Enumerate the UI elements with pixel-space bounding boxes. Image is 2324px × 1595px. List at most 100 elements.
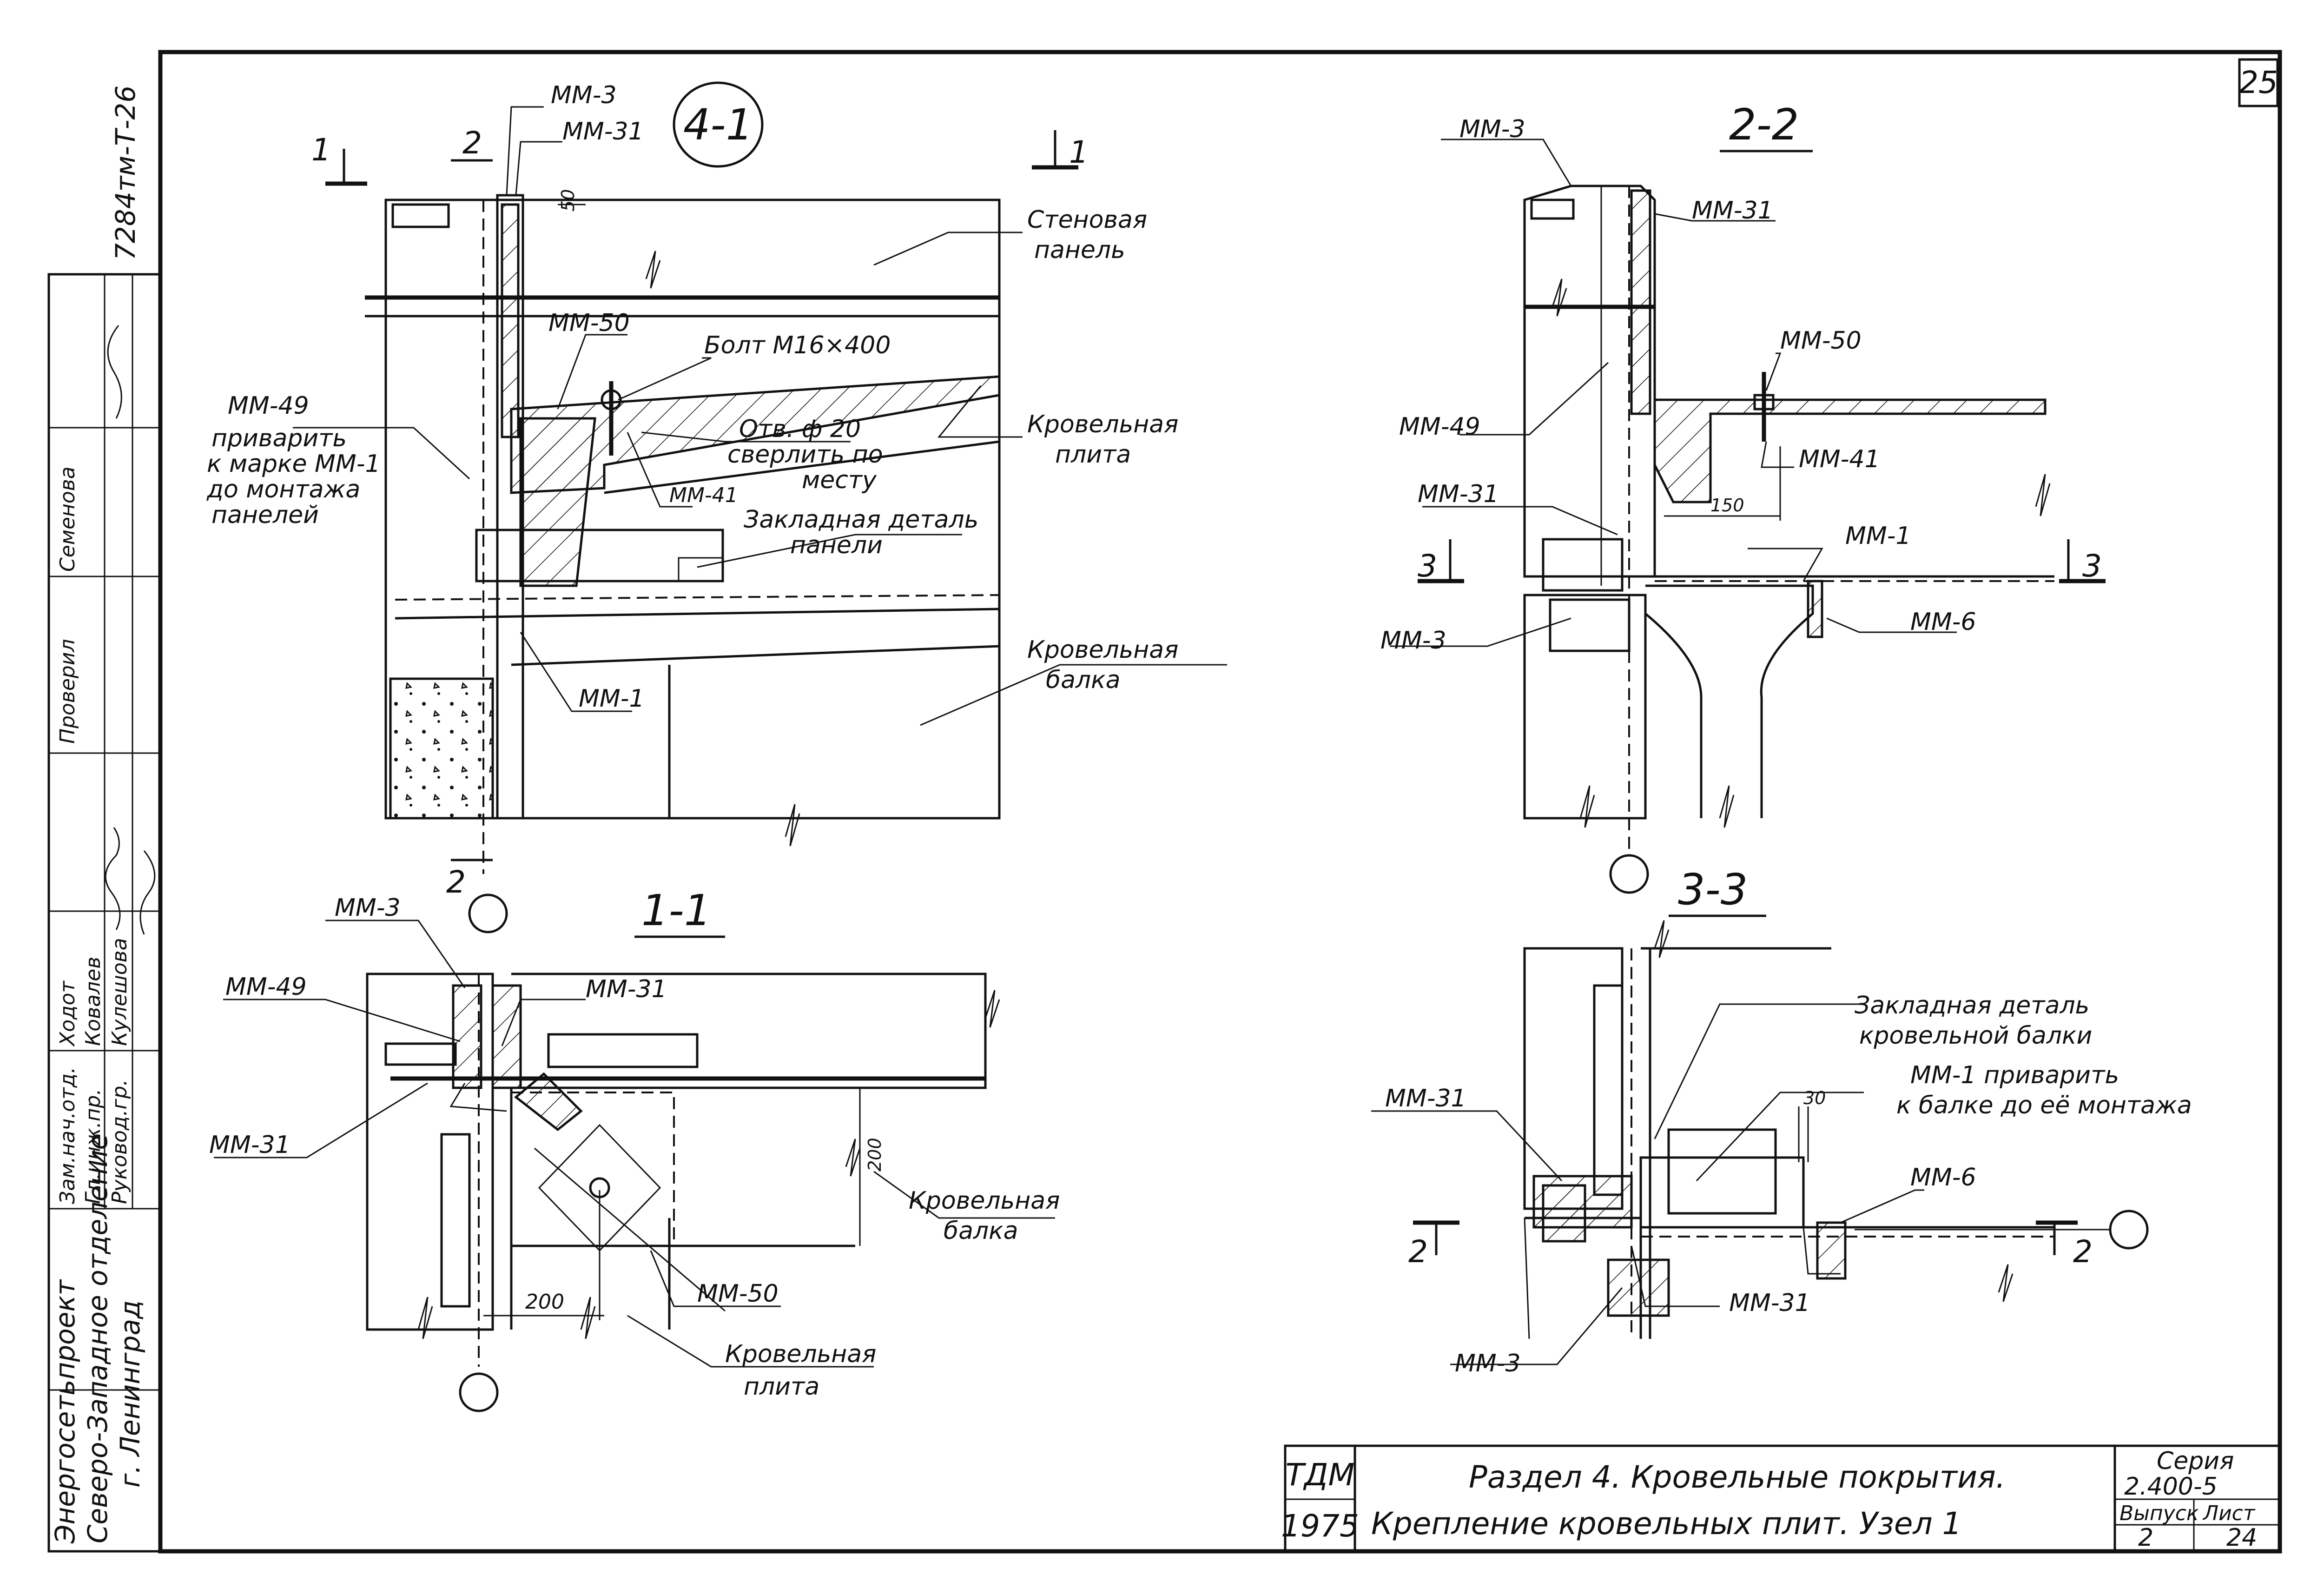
node-weld-note-2: к марке ММ-1 xyxy=(207,450,381,478)
node-label-embed-1: Закладная деталь xyxy=(744,506,978,534)
sec22-label-mm31: ММ-31 xyxy=(1418,480,1499,508)
sec22-label-mm3: ММ-3 xyxy=(1380,627,1446,655)
node-label-beam-2: балка xyxy=(1046,666,1120,694)
staff-name-3: Кулешова xyxy=(108,938,132,1046)
staff-name-1: Ходот xyxy=(56,980,79,1047)
sec11-label-mm50: ММ-50 xyxy=(697,1280,779,1308)
sec22-dim-150: 150 xyxy=(1710,495,1744,516)
sec33-dim-30: 30 xyxy=(1803,1088,1826,1108)
node-label-hole-3: месту xyxy=(802,466,877,494)
node-weld-note-1: приварить xyxy=(211,424,347,452)
sec22-label-mm31-top: ММ-31 xyxy=(1692,197,1773,225)
sec22-label-mm6: ММ-6 xyxy=(1910,608,1976,636)
view-section-1-1: 1-1 200 200 xyxy=(209,886,1060,1412)
staff-role-3: Руковод.гр. xyxy=(108,1079,132,1204)
sec11-label-slab-2: плита xyxy=(744,1373,819,1401)
sec33-label-mm3: ММ-3 xyxy=(1455,1350,1521,1377)
sec22-axis-bubble xyxy=(1609,854,1649,894)
org-line-2: Северо-Западное отделение xyxy=(82,1133,113,1543)
sec22-label-mm3-top: ММ-3 xyxy=(1459,115,1525,143)
view-section-3-3: 3-3 30 2 2 xyxy=(1371,865,2192,1377)
sec11-label-mm31: ММ-31 xyxy=(209,1131,290,1159)
sec11-label-mm3: ММ-3 xyxy=(335,894,401,922)
sec22-cut3-right: 3 xyxy=(2082,548,2102,584)
node-label-mm1: ММ-1 xyxy=(579,685,645,713)
check-name: Семенова xyxy=(56,466,79,572)
check-role: Проверил xyxy=(56,639,79,744)
sec33-embed-1: Закладная деталь xyxy=(1855,992,2089,1019)
cut-2-top: 2 xyxy=(462,125,482,161)
node-label-beam-1: Кровельная xyxy=(1027,636,1178,664)
sec11-label-beam-1: Кровельная xyxy=(909,1187,1060,1215)
slab-rib xyxy=(519,417,596,587)
signature-2 xyxy=(139,850,156,935)
node-label-mm3: ММ-3 xyxy=(551,81,617,109)
sec11-title: 1-1 xyxy=(641,886,711,935)
sec11-label-mm49: ММ-49 xyxy=(225,973,307,1001)
node-dim-50: 50 xyxy=(558,189,578,212)
sec33-embed-2: кровельной балки xyxy=(1859,1022,2092,1050)
tb-year: 1975 xyxy=(1281,1508,1359,1544)
sec22-label-mm49: ММ-49 xyxy=(1399,413,1480,441)
sec33-label-mm31-b: ММ-31 xyxy=(1729,1289,1810,1317)
node-label-mm49: ММ-49 xyxy=(228,392,309,420)
node-title: 4-1 xyxy=(683,100,753,150)
sec11-dim-200-h: 200 xyxy=(525,1290,564,1314)
archive-code: 7284тм-Т-26 xyxy=(110,86,141,260)
tb-series-value: 2.400-5 xyxy=(2124,1473,2218,1501)
sec33-cut2-right: 2 xyxy=(2073,1234,2093,1270)
staff-role-2: Гл.инж.пр. xyxy=(81,1089,105,1204)
signature-3 xyxy=(107,325,122,419)
staff-role-1: Зам.нач.отд. xyxy=(56,1067,79,1204)
node-weld-note-4: панелей xyxy=(211,501,319,529)
left-stamp: 7284тм-Т-26 Зам.нач.отд. Гл.инж.пр. Руко… xyxy=(47,86,162,1553)
sec33-weld-1: ММ-1 приварить xyxy=(1910,1061,2119,1089)
node-label-bolt: Болт М16×400 xyxy=(704,331,891,359)
node-label-slab-2: плита xyxy=(1055,441,1131,469)
sec22-title: 2-2 xyxy=(1729,100,1799,150)
sec33-label-mm6: ММ-6 xyxy=(1910,1164,1976,1191)
tb-line-2: Крепление кровельных плит. Узел 1 xyxy=(1371,1506,1962,1542)
view-section-2-2: 2-2 150 3 3 xyxy=(1380,100,2106,894)
view-node-4-1: 1 1 2 2 4-1 ММ-3 ММ-31 50 Стеновая пане xyxy=(206,81,1227,933)
node-label-embed-2: панели xyxy=(790,531,883,559)
sec22-label-mm50: ММ-50 xyxy=(1780,327,1862,355)
tb-issue-label: Выпуск xyxy=(2119,1502,2199,1525)
sec33-cut2-left: 2 xyxy=(1408,1234,1428,1270)
tb-sheet-value: 24 xyxy=(2226,1524,2257,1552)
node-label-mm50: ММ-50 xyxy=(548,309,630,337)
org-line-1: Энергосетьпроект xyxy=(49,1279,81,1544)
tb-org: ТДМ xyxy=(1286,1457,1355,1493)
tb-series-label: Серия xyxy=(2157,1447,2234,1475)
sec11-axis-bubble xyxy=(459,1372,499,1412)
sec22-label-mm1: ММ-1 xyxy=(1845,522,1911,550)
node-label-mm31: ММ-31 xyxy=(562,118,644,146)
cut-1-left: 1 xyxy=(311,132,331,168)
sec33-weld-2: к балке до её монтажа xyxy=(1896,1092,2192,1119)
axis-bubble xyxy=(468,893,508,933)
sec11-label-slab-1: Кровельная xyxy=(725,1340,876,1368)
cut-1-right: 1 xyxy=(1069,134,1089,170)
node-title-ring xyxy=(673,81,764,168)
tb-line-1: Раздел 4. Кровельные покрытия. xyxy=(1469,1459,2006,1495)
sec11-label-beam-2: балка xyxy=(944,1217,1018,1245)
node-label-slab-1: Кровельная xyxy=(1027,410,1178,438)
title-block: ТДМ 1975 Раздел 4. Кровельные покрытия. … xyxy=(1281,1444,2281,1553)
node-label-wall-1: Стеновая xyxy=(1027,206,1147,234)
org-line-3: г. Ленинград xyxy=(114,1300,146,1488)
node-weld-note-3: до монтажа xyxy=(206,476,360,503)
cut-2-bottom: 2 xyxy=(446,864,466,900)
tb-issue-value: 2 xyxy=(2138,1524,2153,1552)
sec11-dim-200-v: 200 xyxy=(865,1138,885,1171)
staff-name-2: Ковалев xyxy=(81,957,105,1046)
node-label-mm41: ММ-41 xyxy=(669,483,738,507)
signature-1 xyxy=(105,827,121,930)
sec33-title: 3-3 xyxy=(1678,865,1748,914)
sec22-cut3-left: 3 xyxy=(1418,548,1437,584)
node-label-hole-1: Отв. ф 20 xyxy=(739,415,861,443)
node-label-wall-2: панель xyxy=(1034,236,1125,264)
page-number: 25 xyxy=(2239,65,2278,100)
sec22-label-mm41: ММ-41 xyxy=(1799,445,1880,473)
